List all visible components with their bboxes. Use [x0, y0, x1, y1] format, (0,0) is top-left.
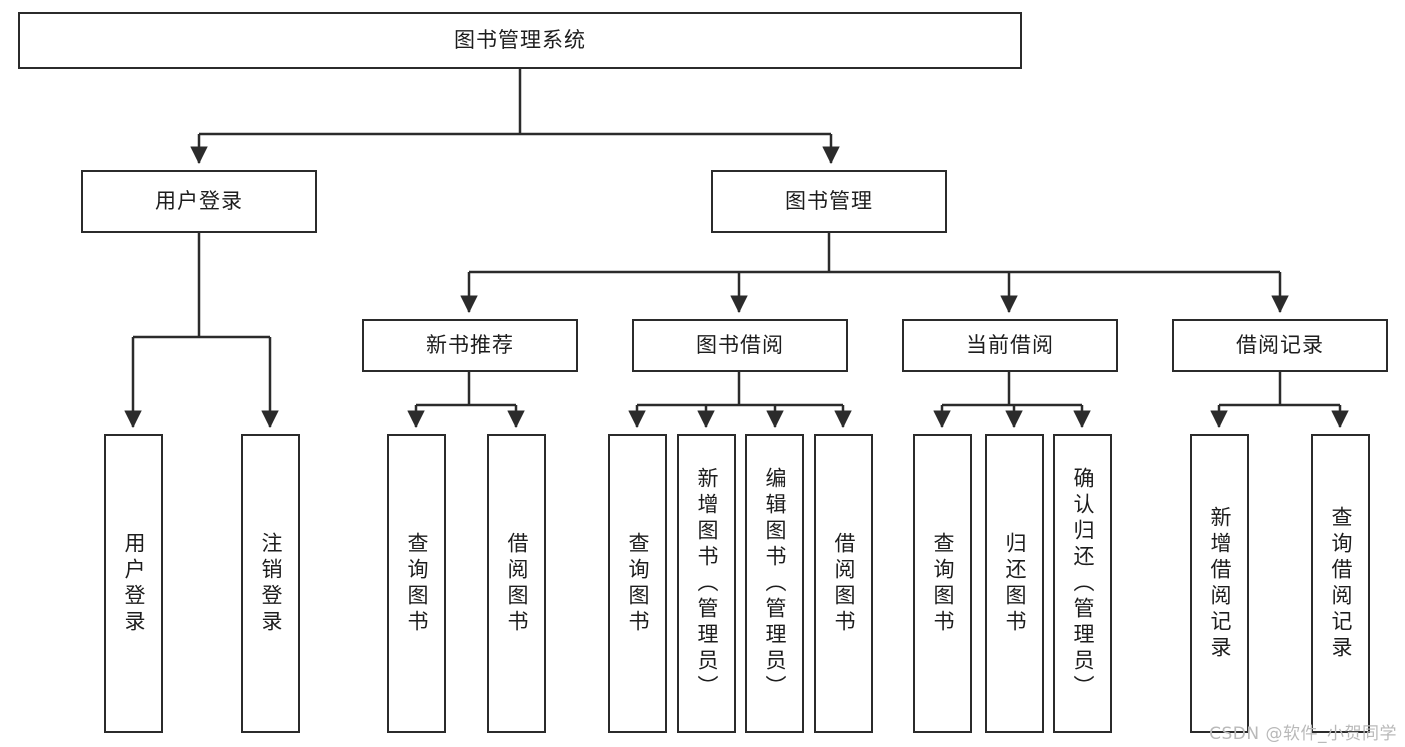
- leaf-return-book-label: 归还图书: [1003, 531, 1027, 636]
- leaf-query-book-1[interactable]: 查询图书: [387, 434, 446, 733]
- leaf-borrow-book-1[interactable]: 借阅图书: [487, 434, 546, 733]
- node-user-login-label: 用户登录: [155, 189, 243, 213]
- node-new-book-rec-label: 新书推荐: [426, 333, 514, 357]
- node-current-borrow-label: 当前借阅: [966, 333, 1054, 357]
- node-current-borrow[interactable]: 当前借阅: [902, 319, 1118, 372]
- node-borrow-record[interactable]: 借阅记录: [1172, 319, 1388, 372]
- leaf-user-logout-label: 注销登录: [259, 531, 283, 636]
- leaf-add-record-label: 新增借阅记录: [1208, 505, 1232, 662]
- leaf-query-record[interactable]: 查询借阅记录: [1311, 434, 1370, 733]
- leaf-confirm-return-label: 确认归还（管理员）: [1071, 466, 1095, 701]
- node-root[interactable]: 图书管理系统: [18, 12, 1022, 69]
- leaf-query-book-3[interactable]: 查询图书: [913, 434, 972, 733]
- leaf-edit-book[interactable]: 编辑图书（管理员）: [745, 434, 804, 733]
- leaf-add-record[interactable]: 新增借阅记录: [1190, 434, 1249, 733]
- leaf-query-record-label: 查询借阅记录: [1329, 505, 1353, 662]
- leaf-user-login[interactable]: 用户登录: [104, 434, 163, 733]
- leaf-user-login-label: 用户登录: [122, 531, 146, 636]
- csdn-watermark: CSDN @软件_小贺同学: [1209, 724, 1397, 744]
- leaf-return-book[interactable]: 归还图书: [985, 434, 1044, 733]
- node-borrow-record-label: 借阅记录: [1236, 333, 1324, 357]
- leaf-edit-book-label: 编辑图书（管理员）: [763, 466, 787, 701]
- node-book-borrow[interactable]: 图书借阅: [632, 319, 848, 372]
- node-book-manage-label: 图书管理: [785, 189, 873, 213]
- leaf-query-book-3-label: 查询图书: [931, 531, 955, 636]
- leaf-query-book-2[interactable]: 查询图书: [608, 434, 667, 733]
- leaf-add-book[interactable]: 新增图书（管理员）: [677, 434, 736, 733]
- leaf-add-book-label: 新增图书（管理员）: [695, 466, 719, 701]
- leaf-query-book-2-label: 查询图书: [626, 531, 650, 636]
- node-user-login[interactable]: 用户登录: [81, 170, 317, 233]
- leaf-query-book-1-label: 查询图书: [405, 531, 429, 636]
- node-root-label: 图书管理系统: [454, 28, 586, 52]
- node-book-manage[interactable]: 图书管理: [711, 170, 947, 233]
- leaf-borrow-book-2-label: 借阅图书: [832, 531, 856, 636]
- leaf-borrow-book-1-label: 借阅图书: [505, 531, 529, 636]
- node-book-borrow-label: 图书借阅: [696, 333, 784, 357]
- leaf-borrow-book-2[interactable]: 借阅图书: [814, 434, 873, 733]
- leaf-user-logout[interactable]: 注销登录: [241, 434, 300, 733]
- leaf-confirm-return[interactable]: 确认归还（管理员）: [1053, 434, 1112, 733]
- node-new-book-rec[interactable]: 新书推荐: [362, 319, 578, 372]
